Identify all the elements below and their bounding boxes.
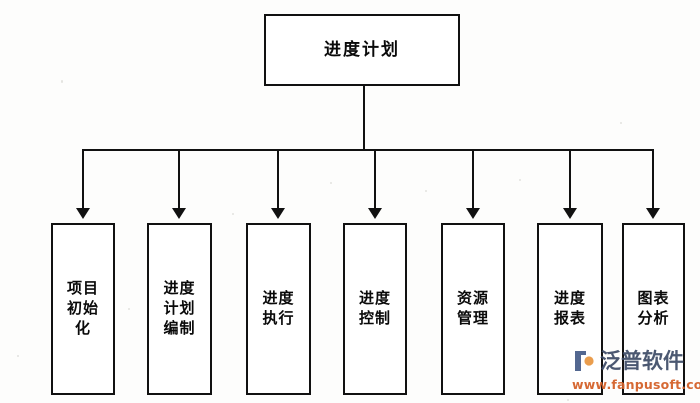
connector-drop-1 (82, 149, 84, 211)
connector-drop-7 (652, 149, 654, 211)
arrowhead-5 (466, 208, 480, 219)
node-schedule-execution[interactable]: 进度 执行 (246, 223, 311, 395)
node-label: 资源 管理 (456, 289, 489, 327)
node-resource-management[interactable]: 资源 管理 (441, 223, 505, 395)
node-chart-analysis[interactable]: 图表 分析 (622, 223, 685, 395)
node-schedule-plan[interactable]: 进度计划 (264, 14, 460, 86)
node-project-initialization[interactable]: 项目 初始 化 (51, 223, 115, 395)
arrowhead-4 (368, 208, 382, 219)
connector-drop-3 (277, 149, 279, 211)
node-label: 进度计划 (324, 39, 400, 60)
node-label: 进度 控制 (358, 289, 391, 327)
node-schedule-plan-creation[interactable]: 进度 计划 编制 (147, 223, 212, 395)
connector-root-stem (363, 86, 365, 150)
connector-drop-4 (374, 149, 376, 211)
arrowhead-2 (172, 208, 186, 219)
arrowhead-6 (563, 208, 577, 219)
arrowhead-1 (76, 208, 90, 219)
connector-bus (82, 149, 654, 151)
node-label: 图表 分析 (637, 289, 670, 327)
arrowhead-7 (646, 208, 660, 219)
node-schedule-report[interactable]: 进度 报表 (537, 223, 603, 395)
node-schedule-control[interactable]: 进度 控制 (343, 223, 407, 395)
connector-drop-5 (472, 149, 474, 211)
node-label: 进度 执行 (262, 289, 295, 327)
connector-drop-6 (569, 149, 571, 211)
node-label: 进度 报表 (553, 289, 586, 327)
node-label: 进度 计划 编制 (163, 279, 196, 337)
arrowhead-3 (271, 208, 285, 219)
connector-drop-2 (178, 149, 180, 211)
node-label: 项目 初始 化 (66, 279, 99, 337)
